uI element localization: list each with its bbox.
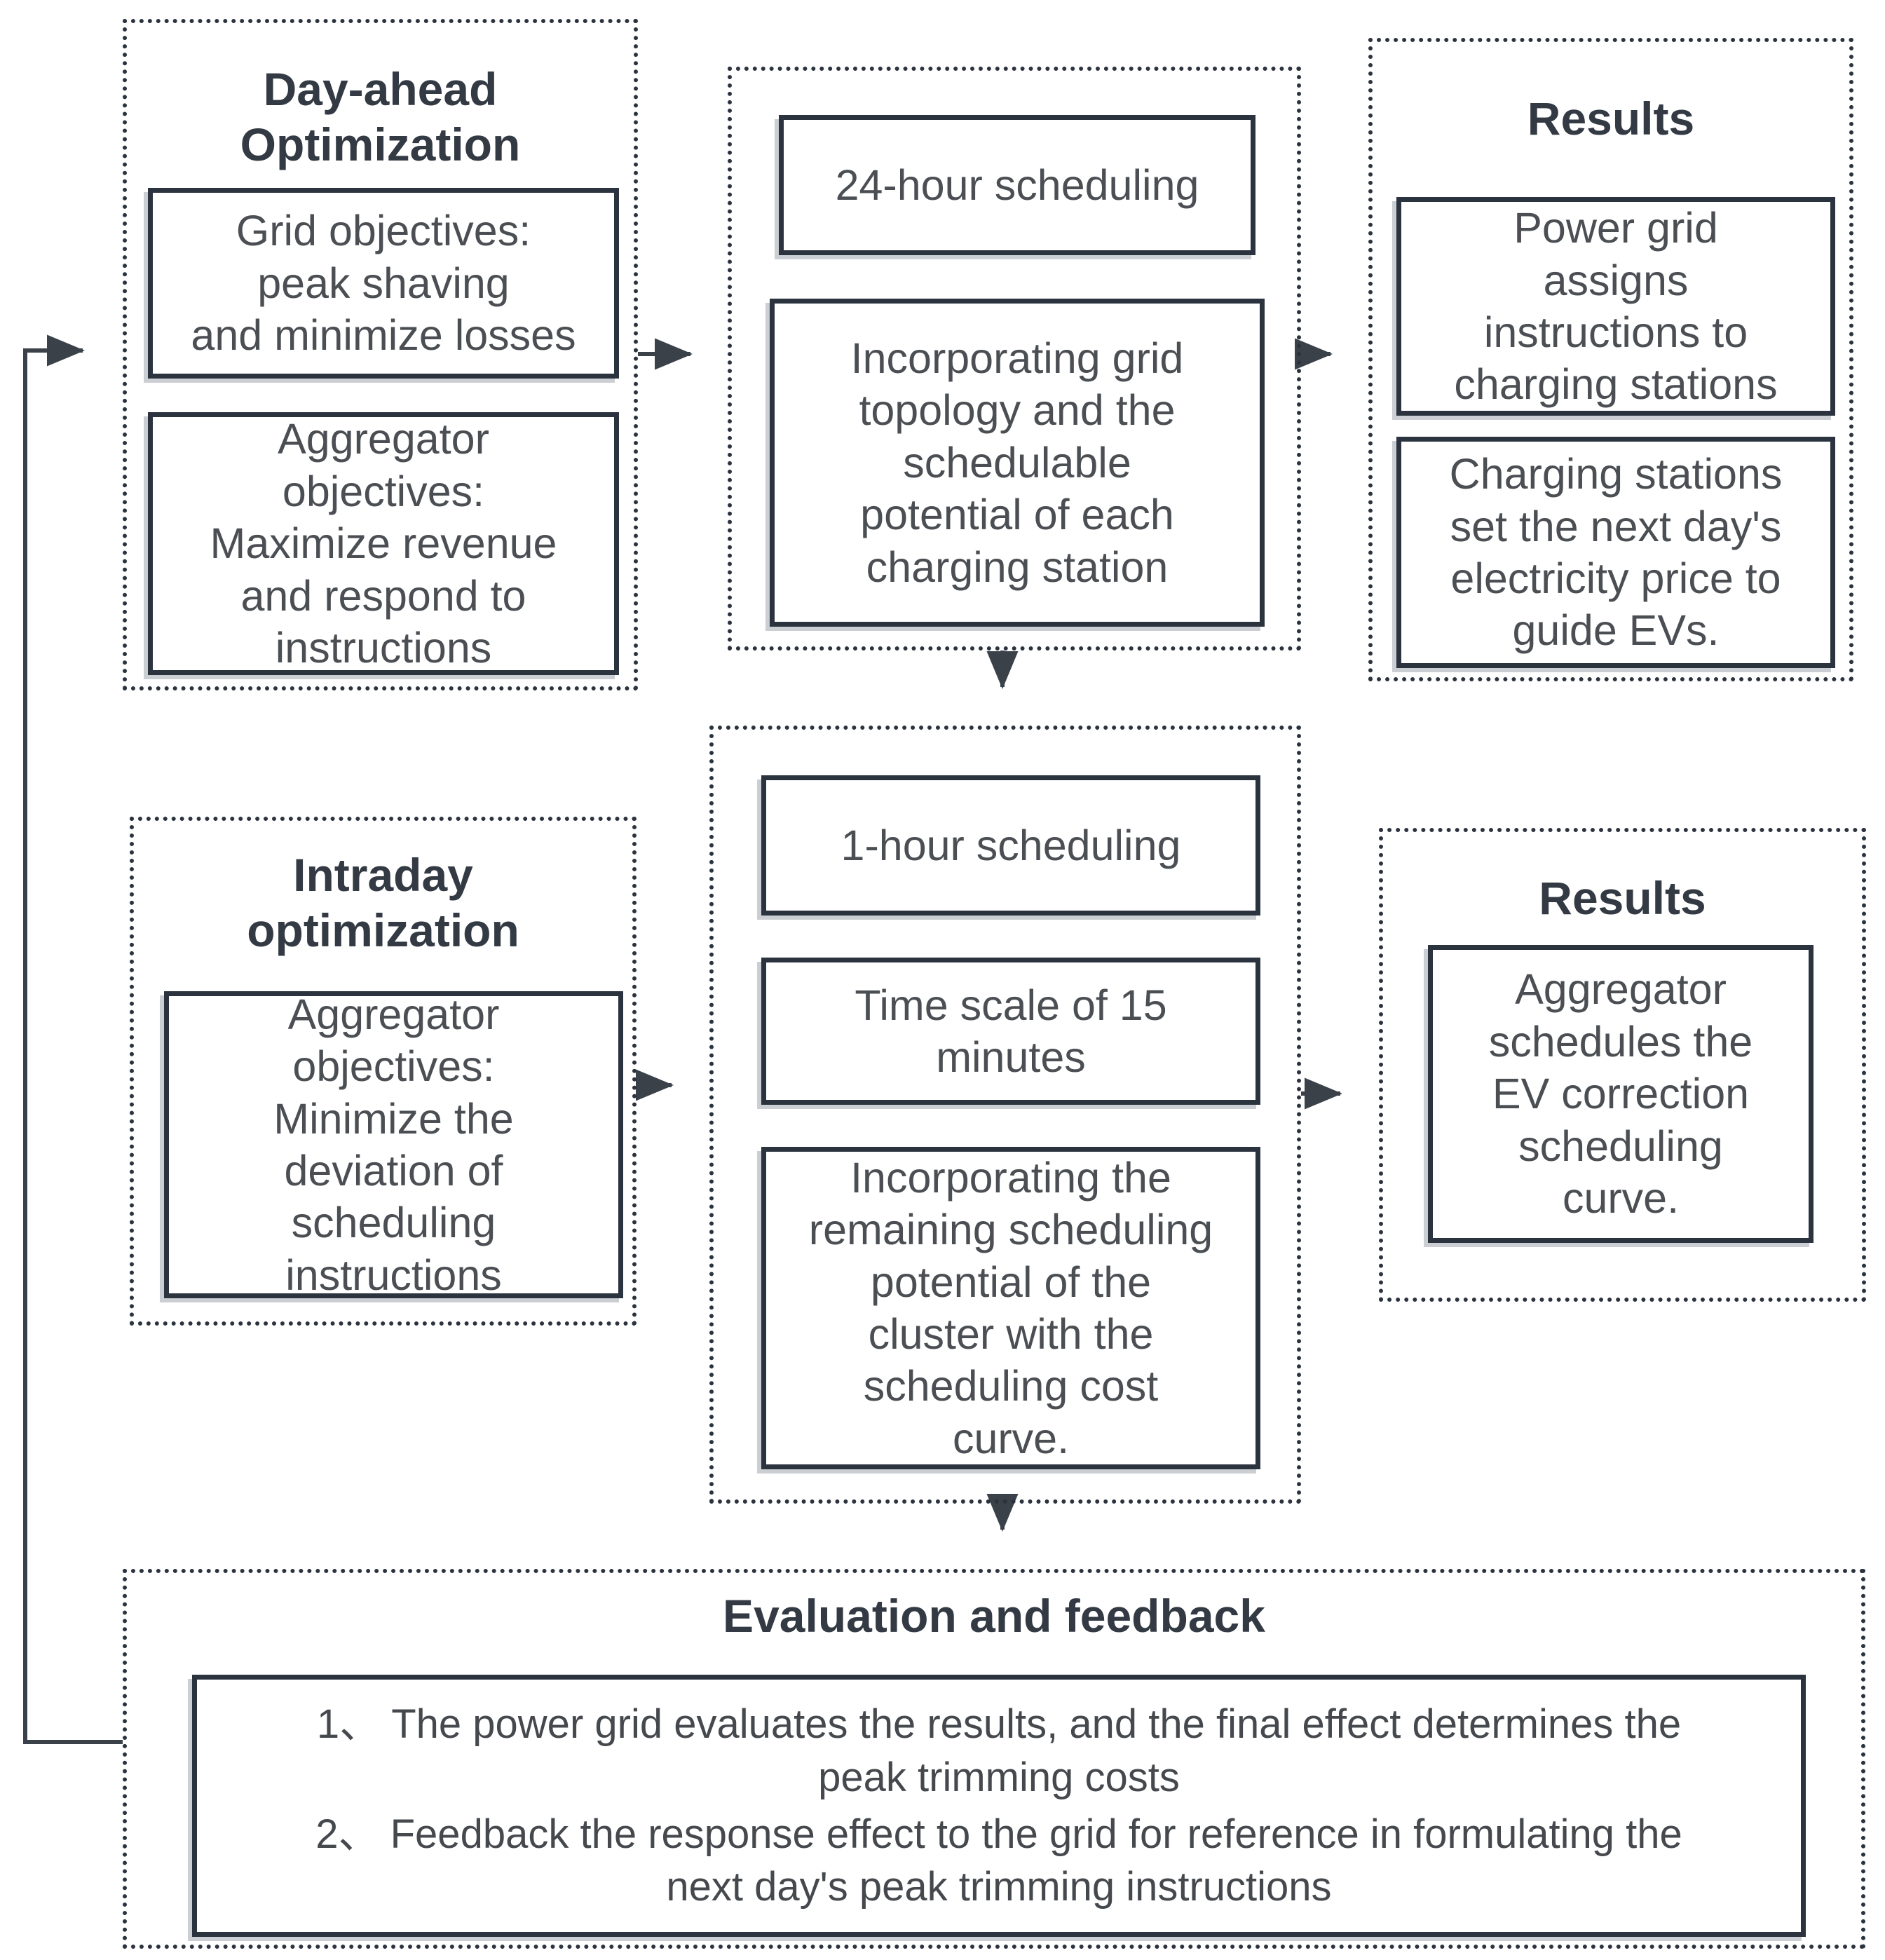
node-aggregator-objectives-intraday-label: Aggregator objectives: Minimize the devi… <box>273 990 514 1299</box>
node-time-scale-15-minutes-label: Time scale of 15 minutes <box>855 981 1167 1081</box>
day-ahead-title: Day-ahead Optimization <box>240 63 521 171</box>
arrow-feedback-loop <box>23 334 123 1744</box>
node-aggregator-objectives-day-ahead: Aggregator objectives: Maximize revenue … <box>148 412 619 675</box>
node-ev-correction-curve-label: Aggregator schedules the EV correction s… <box>1488 965 1753 1223</box>
group-intraday-results: Results Aggregator schedules the EV corr… <box>1379 828 1866 1302</box>
evaluation-title: Evaluation and feedback <box>723 1590 1265 1642</box>
node-time-scale-15-minutes: Time scale of 15 minutes <box>761 958 1260 1105</box>
node-power-grid-assigns-label: Power grid assigns instructions to charg… <box>1454 204 1778 409</box>
node-grid-topology: Incorporating grid topology and the sche… <box>770 299 1265 627</box>
node-grid-objectives-label: Grid objectives: peak shaving and minimi… <box>191 207 576 360</box>
node-aggregator-objectives-intraday: Aggregator objectives: Minimize the devi… <box>164 990 623 1299</box>
evaluation-item-1: 1、 The power grid evaluates the results,… <box>316 1701 1682 1800</box>
group-intraday-optimization: Intraday optimization Aggregator objecti… <box>130 817 637 1326</box>
evaluation-item-2: 2、 Feedback the response effect to the g… <box>315 1811 1682 1910</box>
group-day-ahead-optimization: Day-ahead Optimization Grid objectives: … <box>123 19 638 690</box>
node-evaluation-list: 1、 The power grid evaluates the results,… <box>192 1675 1806 1937</box>
group-intraday-scheduling: 1-hour scheduling Time scale of 15 minut… <box>709 726 1301 1504</box>
node-1-hour-scheduling-label: 1-hour scheduling <box>841 821 1181 869</box>
node-grid-topology-label: Incorporating grid topology and the sche… <box>850 334 1184 591</box>
intraday-results-title: Results <box>1539 872 1706 924</box>
day-ahead-results-title: Results <box>1527 93 1695 144</box>
group-evaluation-feedback: Evaluation and feedback 1、 The power gri… <box>123 1569 1865 1949</box>
node-power-grid-assigns: Power grid assigns instructions to charg… <box>1396 197 1835 416</box>
node-aggregator-objectives-day-ahead-label: Aggregator objectives: Maximize revenue … <box>210 415 557 672</box>
node-charging-stations-price-label: Charging stations set the next day's ele… <box>1449 450 1783 655</box>
node-24-hour-scheduling-label: 24-hour scheduling <box>835 161 1199 209</box>
group-day-ahead-results: Results Power grid assigns instructions … <box>1368 38 1853 681</box>
node-1-hour-scheduling: 1-hour scheduling <box>761 775 1260 916</box>
node-24-hour-scheduling: 24-hour scheduling <box>779 115 1255 255</box>
node-grid-objectives: Grid objectives: peak shaving and minimi… <box>148 188 619 379</box>
node-remaining-scheduling-potential-label: Incorporating the remaining scheduling p… <box>808 1153 1213 1462</box>
node-remaining-scheduling-potential: Incorporating the remaining scheduling p… <box>761 1147 1260 1469</box>
node-ev-correction-curve: Aggregator schedules the EV correction s… <box>1428 945 1813 1243</box>
intraday-title: Intraday optimization <box>247 849 519 957</box>
node-charging-stations-price: Charging stations set the next day's ele… <box>1396 437 1835 668</box>
group-day-ahead-scheduling: 24-hour scheduling Incorporating grid to… <box>728 67 1301 651</box>
